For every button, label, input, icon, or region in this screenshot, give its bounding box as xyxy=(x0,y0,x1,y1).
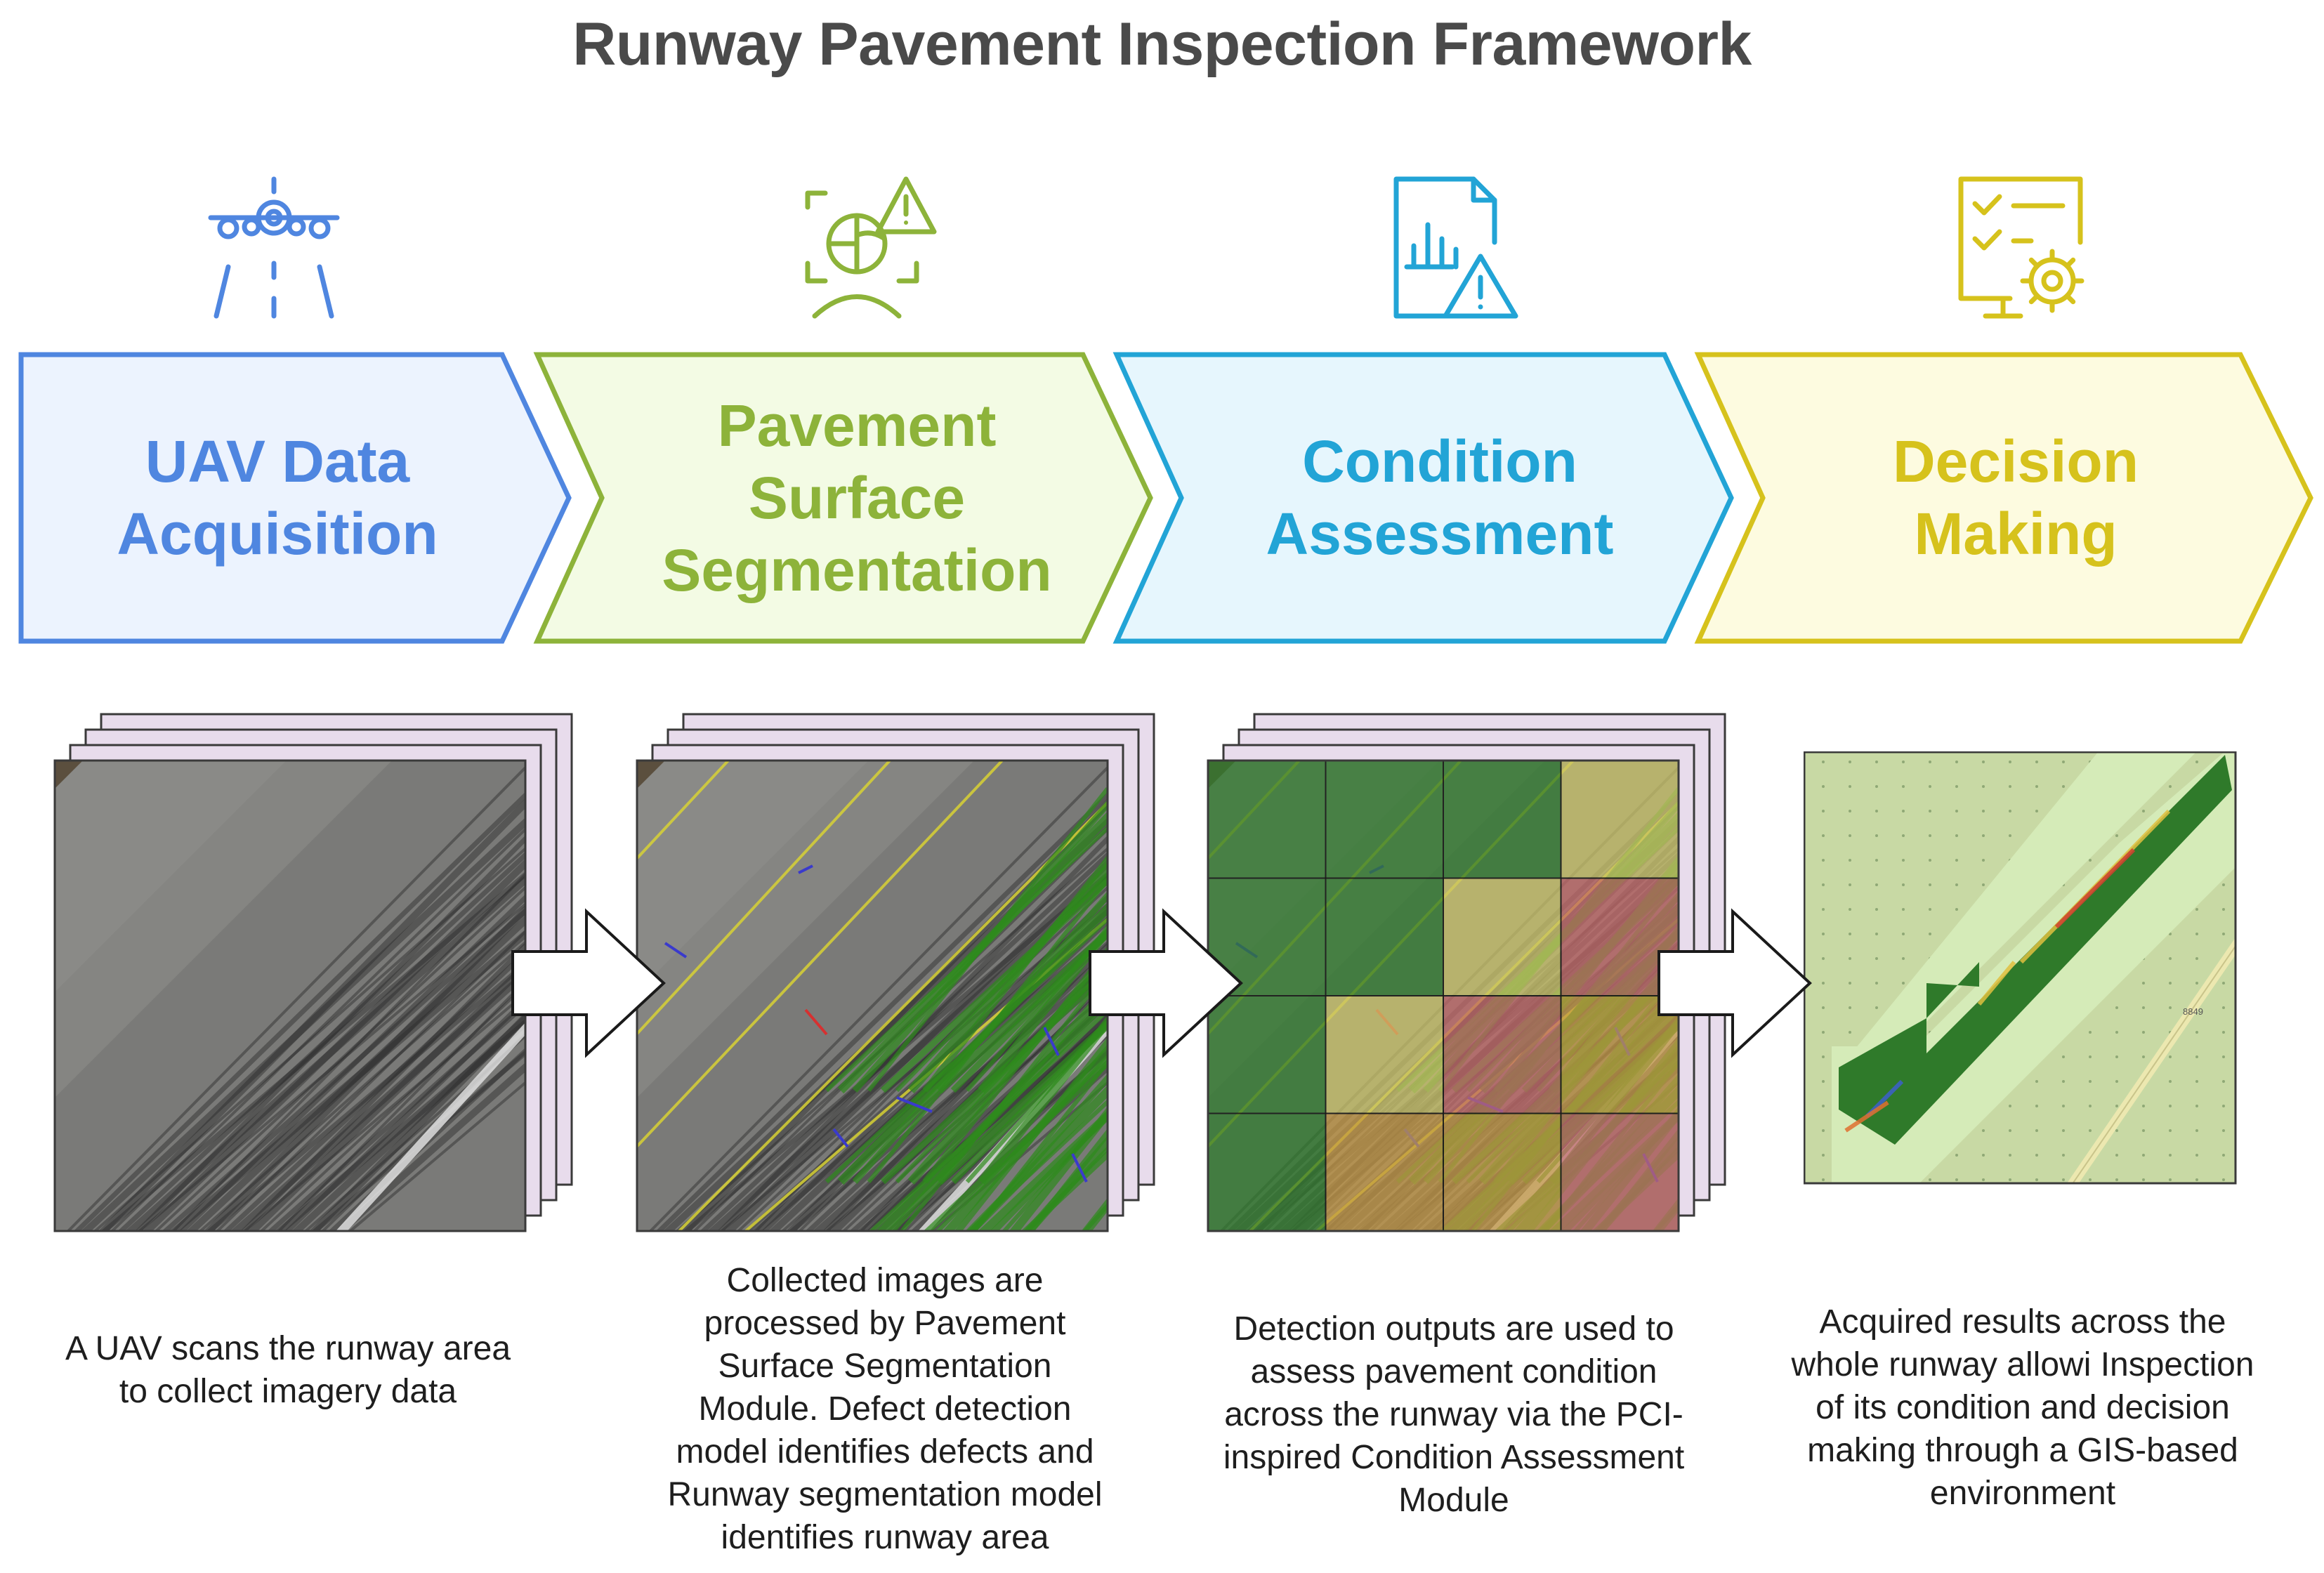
crack-mark xyxy=(804,1008,828,1036)
condition-cell-moderate xyxy=(1325,1112,1444,1231)
stage-label-line: Decision xyxy=(1892,428,2139,494)
stage-label-line: Making xyxy=(1914,501,2118,567)
stage-label-line: Segmentation xyxy=(662,537,1052,603)
crack-mark xyxy=(798,864,813,874)
description-line: Module xyxy=(1398,1482,1509,1519)
description-line: inspired Condition Assessment xyxy=(1223,1439,1685,1476)
condition-cell-good xyxy=(1325,761,1444,879)
description-line: to collect imagery data xyxy=(119,1373,457,1410)
defect-mark xyxy=(880,876,1108,1093)
condition-cell-poor xyxy=(1443,995,1562,1114)
description-line: Surface Segmentation xyxy=(718,1348,1052,1385)
description-line: Detection outputs are used to xyxy=(1233,1310,1674,1348)
defect-mark xyxy=(1082,1202,1108,1231)
map-road-label: 8849 xyxy=(2183,1006,2203,1017)
description-line: model identifies defects and xyxy=(676,1433,1094,1470)
crack-mark xyxy=(664,942,688,959)
stage-description-decision: Acquired results across the whole runway … xyxy=(1756,1301,2290,1515)
condition-cell-good xyxy=(1325,877,1444,996)
stage-label-line: UAV Data xyxy=(145,428,410,494)
condition-cell-good xyxy=(1208,995,1327,1114)
stage-label-line: Surface xyxy=(748,464,966,531)
condition-cell-fair xyxy=(1443,877,1562,996)
drone-icon xyxy=(197,165,351,330)
defect-mark xyxy=(966,1098,1108,1231)
condition-heat-mark xyxy=(2054,848,2136,929)
crack-mark xyxy=(1043,1027,1060,1056)
page-title: Runway Pavement Inspection Framework xyxy=(572,11,1752,78)
chevron-condition xyxy=(1112,352,1734,644)
image-stack-condition xyxy=(1201,701,1749,1252)
checklist-gear-icon xyxy=(1943,165,2098,330)
stage-description-uav: A UAV scans the runway area to collect im… xyxy=(21,1327,555,1413)
description-line: assess pavement condition xyxy=(1250,1353,1657,1390)
description-line: environment xyxy=(1929,1475,2116,1512)
description-line: Acquired results across the xyxy=(1819,1303,2226,1341)
stage-label-line: Condition xyxy=(1302,428,1577,494)
condition-cell-good xyxy=(1208,1112,1327,1231)
description-line: Collected images are xyxy=(726,1262,1044,1299)
condition-cell-poor xyxy=(1560,877,1679,996)
condition-heat-mark xyxy=(1977,961,2016,1006)
crack-mark xyxy=(896,1096,933,1113)
report-chart-warning-icon xyxy=(1375,165,1530,330)
runway-stripe xyxy=(336,1022,525,1231)
scan-warning-icon xyxy=(794,165,948,330)
description-line: making through a GIS-based xyxy=(1807,1432,2238,1469)
defect-mark xyxy=(880,967,1108,1185)
runway-segmentation-line xyxy=(637,761,730,861)
defect-mark xyxy=(978,1110,1108,1231)
condition-cell-moderate xyxy=(1443,1112,1562,1231)
crack-mark xyxy=(832,1128,849,1148)
gis-map-panel: 8849 xyxy=(1803,751,2239,1190)
stage-description-segmentation: Collected images are processed by Pavemen… xyxy=(618,1259,1152,1559)
description-line: Module. Defect detection xyxy=(698,1390,1072,1428)
description-line: whole runway allowi Inspection xyxy=(1791,1346,2254,1383)
chevron-uav xyxy=(18,352,572,644)
stage-label-line: Acquisition xyxy=(117,501,438,567)
chevron-segmentation xyxy=(533,352,1153,644)
condition-cell-good xyxy=(1208,877,1327,996)
chevron-decision xyxy=(1694,352,2313,644)
stage-description-condition: Detection outputs are used to assess pave… xyxy=(1166,1308,1742,1522)
condition-cell-poor xyxy=(1560,1112,1679,1231)
condition-cell-fair xyxy=(1325,995,1444,1114)
crack-mark xyxy=(1071,1153,1088,1183)
condition-cell-moderate xyxy=(1560,995,1679,1114)
description-line: identifies runway area xyxy=(721,1519,1049,1556)
defect-mark xyxy=(1020,1150,1108,1231)
defect-mark xyxy=(825,824,1108,1093)
defect-mark xyxy=(923,1058,1108,1231)
image-stack-segmentation xyxy=(630,701,1178,1252)
description-line: Runway segmentation model xyxy=(667,1476,1103,1513)
condition-cell-good xyxy=(1208,761,1327,879)
description-line: of its condition and decision xyxy=(1816,1389,2230,1426)
condition-heat-mark xyxy=(1844,1100,1889,1133)
condition-cell-good xyxy=(1443,761,1562,879)
stage-label-line: Pavement xyxy=(717,392,997,459)
runway-segmentation-line xyxy=(637,761,891,1036)
description-line: across the runway via the PCI- xyxy=(1224,1396,1683,1433)
image-stack-uav xyxy=(48,701,596,1252)
condition-cell-fair xyxy=(1560,761,1679,879)
stage-label-line: Assessment xyxy=(1266,501,1614,567)
description-line: A UAV scans the runway area xyxy=(65,1330,511,1367)
runway-segmentation-line xyxy=(637,761,1004,1149)
description-line: processed by Pavement xyxy=(704,1305,1066,1342)
